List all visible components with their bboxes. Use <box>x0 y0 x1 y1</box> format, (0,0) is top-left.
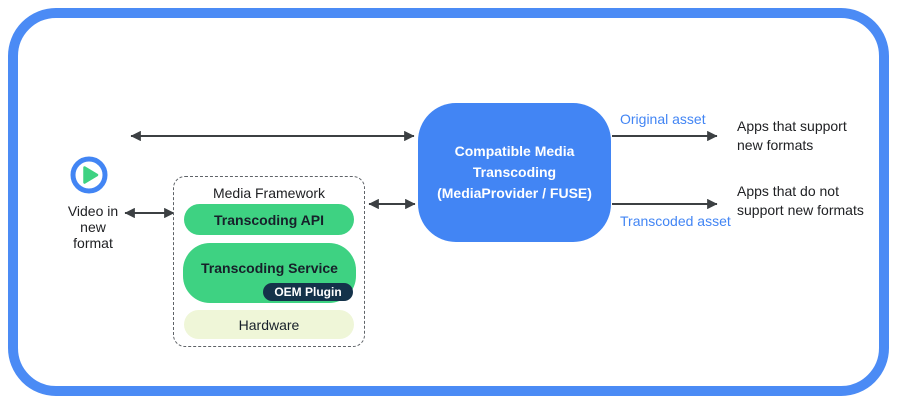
media-framework-title: Media Framework <box>212 185 326 201</box>
transcoding-api-label: Transcoding API <box>214 211 324 228</box>
play-icon <box>70 156 108 194</box>
hardware-label: Hardware <box>238 316 300 333</box>
hardware-layer: Hardware <box>184 310 354 339</box>
original-asset-arrow-label: Original asset <box>620 111 706 127</box>
media-framework-box: Media Framework Transcoding API Transcod… <box>173 176 365 347</box>
apps-support-new-formats-label: Apps that support new formats <box>737 118 847 153</box>
transcoded-asset-arrow-label: Transcoded asset <box>620 213 731 229</box>
diagram-border-frame <box>8 8 889 396</box>
compatible-media-transcoding-box: Compatible Media Transcoding (MediaProvi… <box>418 103 611 242</box>
transcoding-service-label: Transcoding Service <box>201 260 338 276</box>
apps-no-support-new-formats-label: Apps that do not support new formats <box>737 183 864 218</box>
oem-plugin-badge: OEM Plugin <box>263 283 353 301</box>
source-video-label: Video in new format <box>67 203 119 251</box>
transcoding-api-layer: Transcoding API <box>184 204 354 235</box>
transcoding-service-layer: Transcoding Service OEM Plugin <box>183 243 356 303</box>
